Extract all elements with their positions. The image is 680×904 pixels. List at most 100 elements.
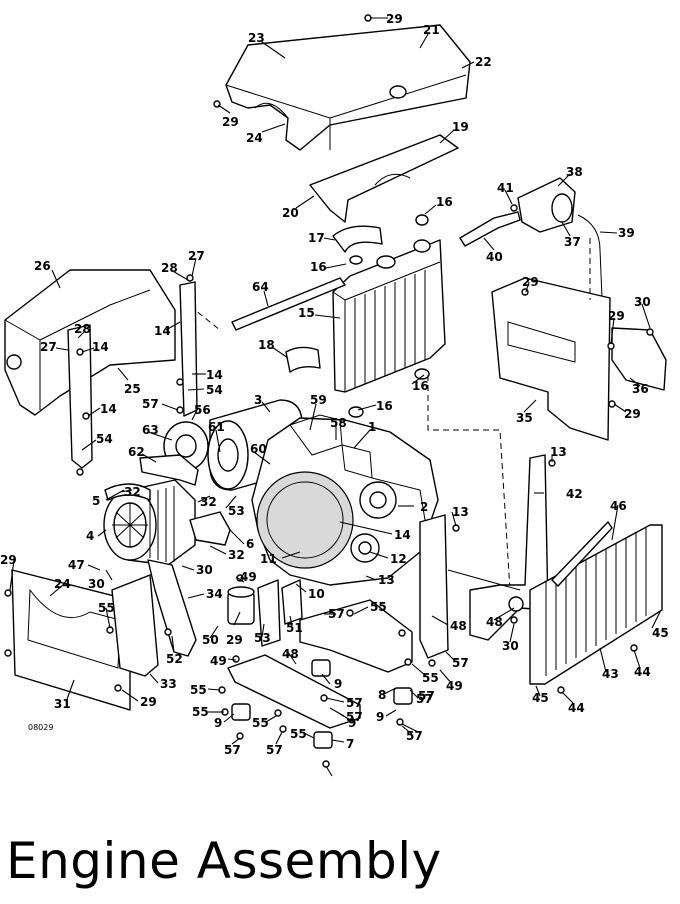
callout-label: 57 xyxy=(406,729,423,743)
callout-label: 16 xyxy=(412,379,429,393)
callout-label: 12 xyxy=(390,552,407,566)
leader-lines xyxy=(9,17,661,777)
callout-label: 29 xyxy=(140,695,157,709)
callout-label: 9 xyxy=(214,716,222,730)
callout-label: 16 xyxy=(436,195,453,209)
callout-label: 54 xyxy=(96,432,113,446)
callout-label: 57 xyxy=(452,656,469,670)
callout-label: 2 xyxy=(420,500,428,514)
callout-label: 26 xyxy=(34,259,51,273)
callout-label: 5 xyxy=(92,494,100,508)
callout-label: 37 xyxy=(564,235,581,249)
callout-label: 27 xyxy=(188,249,205,263)
seal-strip xyxy=(231,277,346,331)
callout-label: 7 xyxy=(346,737,354,751)
callout-label: 32 xyxy=(124,485,141,499)
callout-label: 8 xyxy=(378,688,386,702)
callout-label: 34 xyxy=(206,587,223,601)
callout-label: 61 xyxy=(208,420,225,434)
callout-label: 3 xyxy=(254,393,262,407)
callout-label: 49 xyxy=(210,654,227,668)
callout-label: 52 xyxy=(166,652,183,666)
callout-labels: 23 29 21 22 29 24 19 20 38 41 16 17 37 3… xyxy=(0,12,669,757)
callout-label: 9 xyxy=(334,677,342,691)
callout-label: 64 xyxy=(252,280,269,294)
callout-label: 57 xyxy=(328,607,345,621)
callout-label: 32 xyxy=(228,548,245,562)
callout-label: 20 xyxy=(282,206,299,220)
callout-label: 57 xyxy=(416,692,433,706)
callout-label: 58 xyxy=(330,416,347,430)
callout-label: 13 xyxy=(378,573,395,587)
callout-label: 53 xyxy=(228,504,245,518)
callout-label: 16 xyxy=(376,399,393,413)
callout-label: 15 xyxy=(298,306,315,320)
callout-label: 63 xyxy=(142,423,159,437)
callout-label: 31 xyxy=(54,697,71,711)
callout-label: 6 xyxy=(246,537,254,551)
engine-cover xyxy=(225,24,471,151)
callout-label: 30 xyxy=(634,295,651,309)
callout-label: 29 xyxy=(386,12,403,26)
callout-label: 48 xyxy=(486,615,503,629)
callout-label: 17 xyxy=(308,231,325,245)
callout-label: 57 xyxy=(346,696,363,710)
callout-label: 38 xyxy=(566,165,583,179)
callout-label: 41 xyxy=(497,181,514,195)
callout-label: 30 xyxy=(88,577,105,591)
callout-label: 39 xyxy=(618,226,635,240)
callout-label: 30 xyxy=(196,563,213,577)
callout-label: 24 xyxy=(246,131,263,145)
callout-label: 19 xyxy=(452,120,469,134)
left-side-panel xyxy=(11,569,131,711)
callout-label: 36 xyxy=(632,382,649,396)
callout-label: 50 xyxy=(202,633,219,647)
callout-label: 55 xyxy=(290,727,307,741)
callout-label: 9 xyxy=(376,710,384,724)
callout-label: 14 xyxy=(100,402,117,416)
callout-label: 49 xyxy=(446,679,463,693)
callout-label: 4 xyxy=(86,529,94,543)
callout-label: 13 xyxy=(452,505,469,519)
callout-label: 55 xyxy=(252,716,269,730)
engine-mounts xyxy=(231,659,413,749)
callout-label: 1 xyxy=(368,420,376,434)
callout-label: 62 xyxy=(128,445,145,459)
callout-label: 35 xyxy=(516,411,533,425)
callout-label: 22 xyxy=(475,55,492,69)
callout-label: 30 xyxy=(502,639,519,653)
callout-label: 24 xyxy=(54,577,71,591)
callout-label: 46 xyxy=(610,499,627,513)
callout-label: 48 xyxy=(282,647,299,661)
callout-label: 14 xyxy=(92,340,109,354)
callout-label: 25 xyxy=(124,382,141,396)
callout-label: 54 xyxy=(206,383,223,397)
callout-label: 57 xyxy=(346,710,363,724)
callout-label: 57 xyxy=(418,689,435,703)
lower-hose xyxy=(285,346,321,373)
callout-label: 27 xyxy=(40,340,57,354)
callout-label: 13 xyxy=(550,445,567,459)
callout-label: 29 xyxy=(0,553,17,567)
callout-label: 28 xyxy=(161,261,178,275)
callout-label: 11 xyxy=(260,552,277,566)
callout-label: 32 xyxy=(200,495,217,509)
callout-label: 56 xyxy=(194,403,211,417)
radiator xyxy=(332,239,446,393)
parts-diagram: 23 29 21 22 29 24 19 20 38 41 16 17 37 3… xyxy=(0,12,669,777)
callout-label: 51 xyxy=(286,621,303,635)
callout-label: 44 xyxy=(634,665,651,679)
callout-label: 29 xyxy=(522,275,539,289)
drawing-code: 08029 xyxy=(28,723,53,732)
callout-label: 23 xyxy=(248,31,265,45)
callout-label: 49 xyxy=(240,570,257,584)
callout-label: 29 xyxy=(222,115,239,129)
callout-label: 14 xyxy=(154,324,171,338)
callout-label: 57 xyxy=(266,743,283,757)
callout-label: 33 xyxy=(160,677,177,691)
part-drawings xyxy=(4,14,667,768)
callout-label: 28 xyxy=(74,322,91,336)
right-side-panel xyxy=(469,454,549,641)
callout-label: 47 xyxy=(68,558,85,572)
page-title: Engine Assembly xyxy=(6,832,442,890)
